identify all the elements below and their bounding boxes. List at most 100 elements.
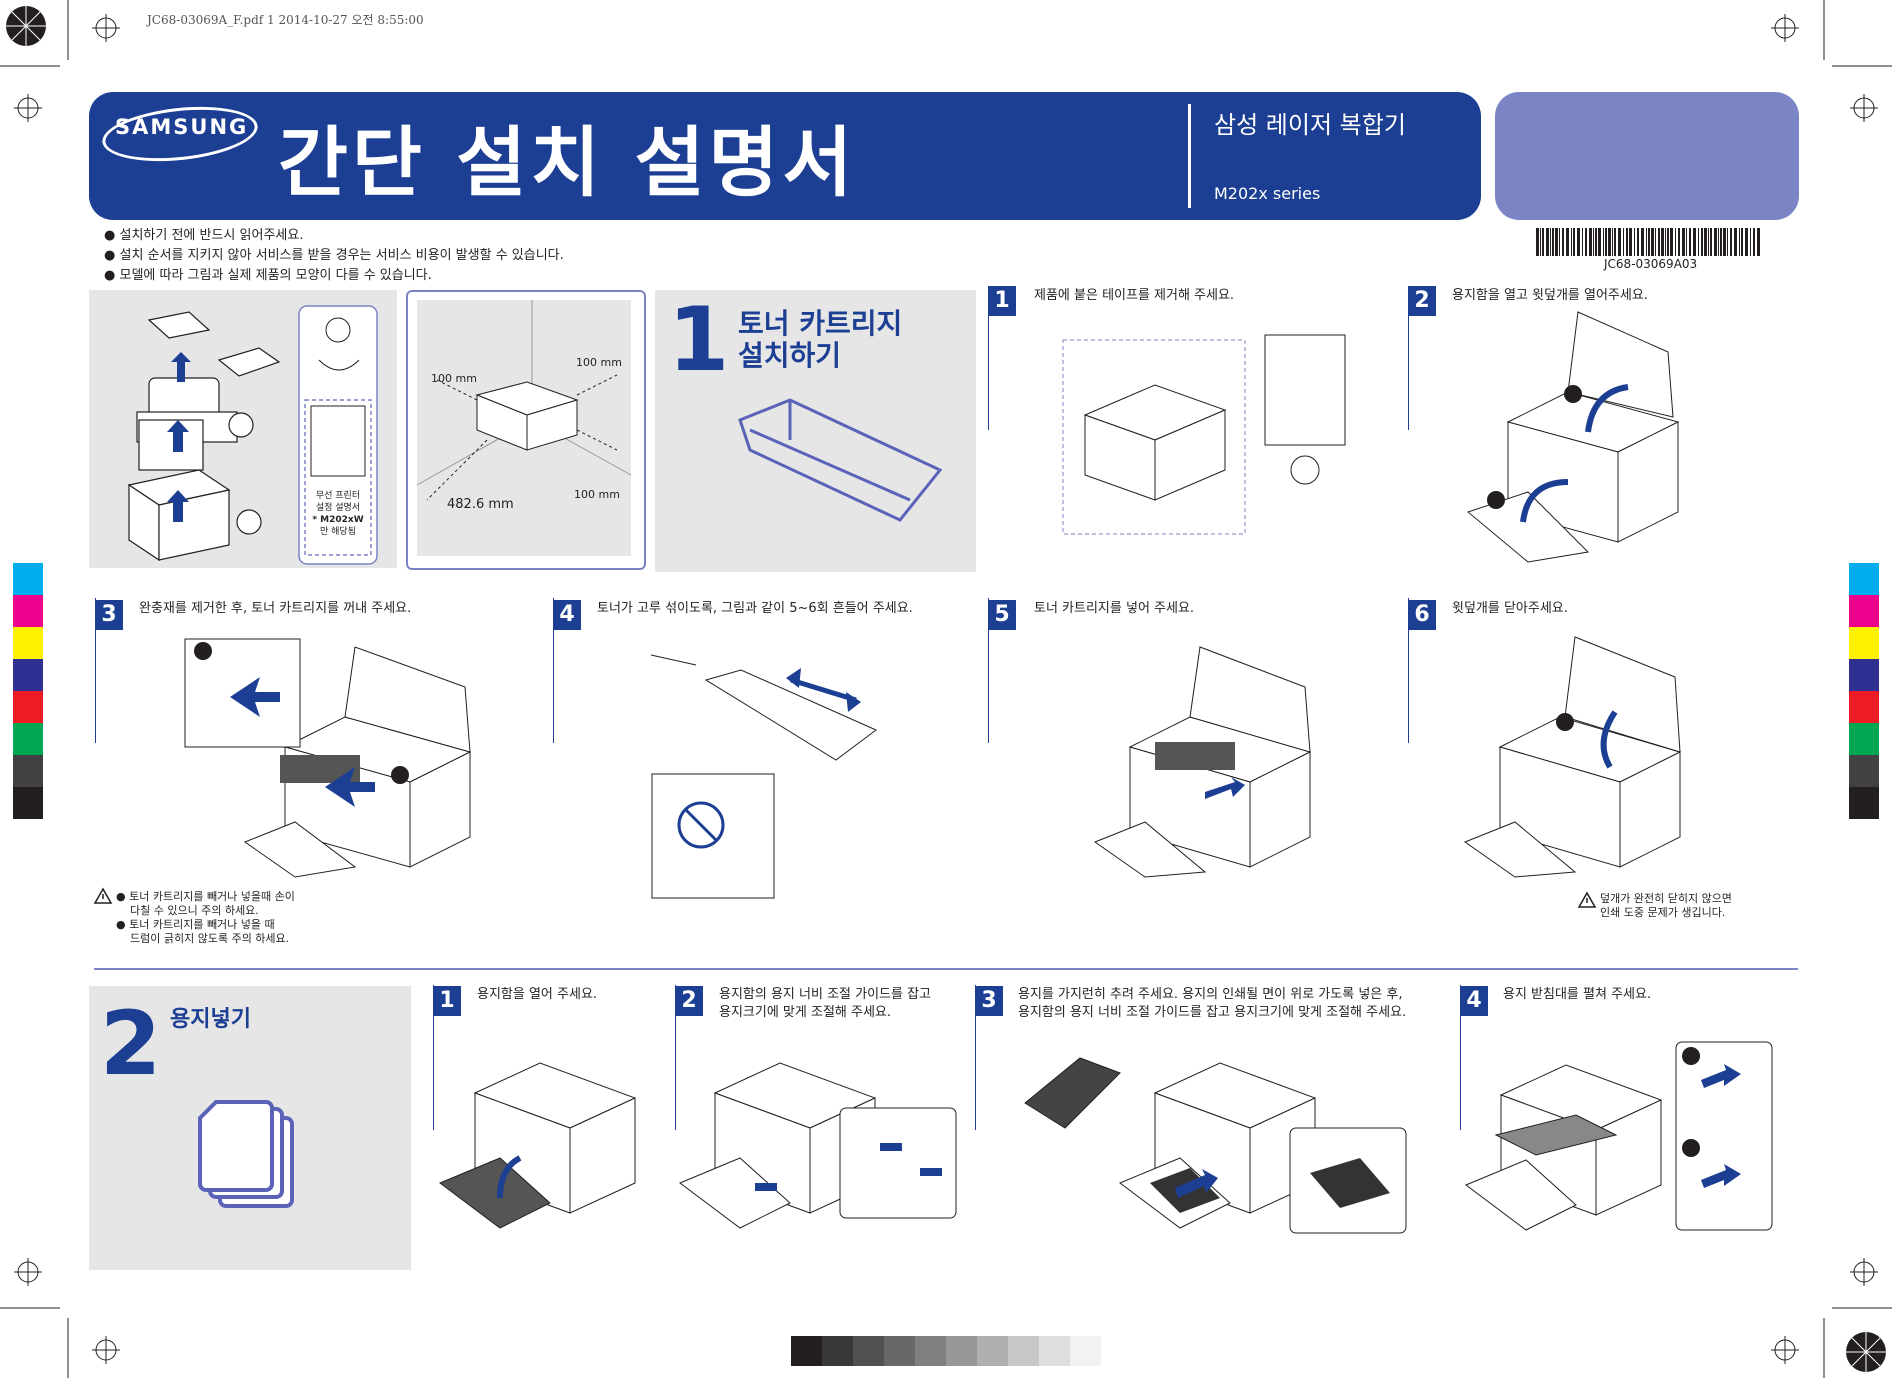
color-swatch <box>1849 563 1879 595</box>
grey-swatch <box>977 1336 1008 1366</box>
model-name: M202x series <box>1214 184 1321 203</box>
step-text: 용지함의 용지 너비 조절 가이드를 잡고 용지크기에 맞게 조절해 주세요. <box>719 987 932 1020</box>
page-title: 간단 설치 설명서 <box>278 118 857 207</box>
grey-swatch <box>1008 1336 1039 1366</box>
grey-swatch <box>884 1336 915 1366</box>
section1-panel <box>655 290 976 572</box>
step-illustration-shake-toner <box>650 654 877 899</box>
color-swatch <box>13 691 43 723</box>
section1-number: 1 <box>668 288 730 391</box>
divider <box>433 985 434 1130</box>
samsung-logo: SAMSUNG <box>115 115 249 139</box>
color-swatch <box>13 659 43 691</box>
warning-icon <box>1577 891 1597 908</box>
grey-swatch <box>1070 1336 1101 1366</box>
color-swatch <box>13 787 43 819</box>
divider <box>988 598 989 743</box>
color-swatch <box>1849 691 1879 723</box>
step-text: 용지를 가지런히 추려 주세요. 용지의 인쇄될 면이 위로 가도록 넣은 후,… <box>1018 987 1407 1020</box>
divider <box>553 598 554 743</box>
grey-swatch <box>915 1336 946 1366</box>
color-swatch <box>1849 627 1879 659</box>
greyscale-strip <box>791 1336 1101 1366</box>
color-swatch <box>13 627 43 659</box>
divider <box>1460 985 1461 1130</box>
warning-icon <box>93 887 113 904</box>
color-swatch <box>13 595 43 627</box>
banner-divider <box>1188 104 1191 208</box>
step-illustration-open-cover <box>1466 311 1680 563</box>
note-item: ● 설치 순서를 지키지 않아 서비스를 받을 경우는 서비스 비용이 발생할 … <box>104 248 564 263</box>
color-swatch <box>1849 755 1879 787</box>
step-text: 용지 받침대를 펼쳐 주세요. <box>1503 987 1652 1002</box>
step-illustration-insert-toner <box>1093 646 1312 878</box>
step-illustration-load-paper <box>1024 1057 1407 1234</box>
file-header: JC68-03069A_F.pdf 1 2014-10-27 오전 8:55:0… <box>147 13 424 27</box>
step-number: 1 <box>433 986 461 1016</box>
color-swatch <box>1849 595 1879 627</box>
barcode <box>1536 228 1760 256</box>
step-text: 토너 카트리지를 넣어 주세요. <box>1034 601 1195 616</box>
grey-swatch <box>946 1336 977 1366</box>
toner-cartridge-image <box>738 398 943 522</box>
note-item: ● 설치하기 전에 반드시 읽어주세요. <box>104 228 304 243</box>
step-text: 윗덮개를 닫아주세요. <box>1452 601 1568 616</box>
divider <box>1408 290 1409 430</box>
clearance-front: 482.6 mm <box>447 497 514 512</box>
step-number: 2 <box>675 986 703 1016</box>
step-number: 2 <box>1408 286 1436 316</box>
grey-swatch <box>791 1336 822 1366</box>
section1-title: 토너 카트리지 설치하기 <box>738 307 903 372</box>
step-text: 용지함을 열고 윗덮개를 열어주세요. <box>1452 288 1648 303</box>
step-number: 4 <box>1460 986 1488 1016</box>
grey-swatch <box>853 1336 884 1366</box>
wireless-note: 무선 프린터 설정 설명서 * M202xW 만 해당됨 <box>312 491 364 537</box>
clearance-illustration <box>416 300 632 501</box>
notes-list: ● 설치하기 전에 반드시 읽어주세요. ● 설치 순서를 지키지 않아 서비스… <box>104 226 564 286</box>
color-swatch <box>13 755 43 787</box>
color-swatch <box>1849 659 1879 691</box>
step-text: 제품에 붙은 테이프를 제거해 주세요. <box>1034 288 1235 303</box>
step-number: 5 <box>988 600 1016 630</box>
color-swatch <box>13 723 43 755</box>
step-number: 6 <box>1408 600 1436 630</box>
color-bar-right <box>1849 563 1879 819</box>
section2-title: 용지넣기 <box>170 1007 251 1032</box>
section-divider <box>94 968 1798 970</box>
step-text: 완충재를 제거한 후, 토너 카트리지를 꺼내 주세요. <box>139 601 412 616</box>
step-number: 3 <box>95 600 123 630</box>
step-illustration-printer <box>1062 334 1346 535</box>
step-illustration-close-cover <box>1463 636 1682 878</box>
step-illustration-open-tray <box>439 1062 637 1229</box>
step-illustration-adjust-guide <box>679 1062 957 1229</box>
color-swatch <box>1849 723 1879 755</box>
color-swatch <box>1849 787 1879 819</box>
grey-swatch <box>822 1336 853 1366</box>
step-illustration-remove-toner <box>184 638 472 878</box>
divider <box>95 598 96 743</box>
divider <box>988 290 989 430</box>
caution-right: 덮개가 완전히 닫히지 않으면 인쇄 도중 문제가 생깁니다. <box>1600 892 1732 919</box>
step-text: 용지함을 열어 주세요. <box>477 987 598 1002</box>
section2-number: 2 <box>100 992 162 1095</box>
step-text: 토너가 고루 섞이도록, 그림과 같이 5~6회 흔들어 주세요. <box>597 601 913 616</box>
clearance-left: 100 mm <box>431 372 477 385</box>
clearance-top: 100 mm <box>576 356 622 369</box>
paper-stack-icon <box>198 1100 294 1208</box>
note-item: ● 모델에 따라 그림과 실제 제품의 모양이 다를 수 있습니다. <box>104 268 432 283</box>
step-number: 1 <box>988 286 1016 316</box>
divider <box>1408 598 1409 743</box>
grey-swatch <box>1039 1336 1070 1366</box>
divider <box>675 985 676 1130</box>
color-bar-left <box>13 563 43 819</box>
clearance-right: 100 mm <box>574 488 620 501</box>
step-number: 4 <box>553 600 581 630</box>
header-banner-side <box>1495 92 1799 220</box>
header-banner <box>89 92 1481 220</box>
color-swatch <box>13 563 43 595</box>
divider <box>975 985 976 1130</box>
caution-left: ● 토너 카트리지를 빼거나 넣을때 손이 다칠 수 있으니 주의 하세요. ●… <box>116 890 295 945</box>
barcode-label: JC68-03069A03 <box>1604 257 1698 271</box>
product-subtitle: 삼성 레이저 복합기 <box>1214 111 1406 139</box>
